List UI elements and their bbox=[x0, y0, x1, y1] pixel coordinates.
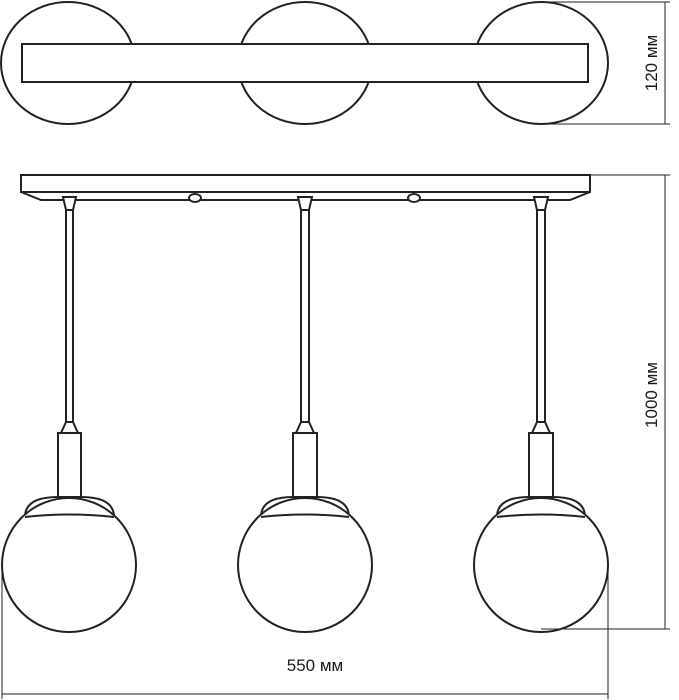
dimension-550: 550 мм bbox=[1, 565, 609, 699]
dimension-120: 120 мм bbox=[541, 1, 670, 125]
canopy-screw-left bbox=[188, 193, 202, 203]
pendant-center bbox=[237, 196, 373, 633]
dimension-1000: 1000 мм bbox=[541, 174, 670, 630]
canopy-bar bbox=[20, 174, 591, 193]
pendant-left bbox=[1, 196, 137, 633]
canopy-screw-right bbox=[407, 193, 421, 203]
front-view bbox=[1, 174, 609, 633]
pendant-right bbox=[473, 196, 609, 633]
dimension-120-label: 120 мм bbox=[642, 35, 661, 91]
dimension-550-label: 550 мм bbox=[287, 656, 343, 675]
top-view bbox=[0, 1, 609, 125]
top-view-canopy bbox=[21, 43, 589, 83]
dimension-1000-label: 1000 мм bbox=[642, 362, 661, 428]
